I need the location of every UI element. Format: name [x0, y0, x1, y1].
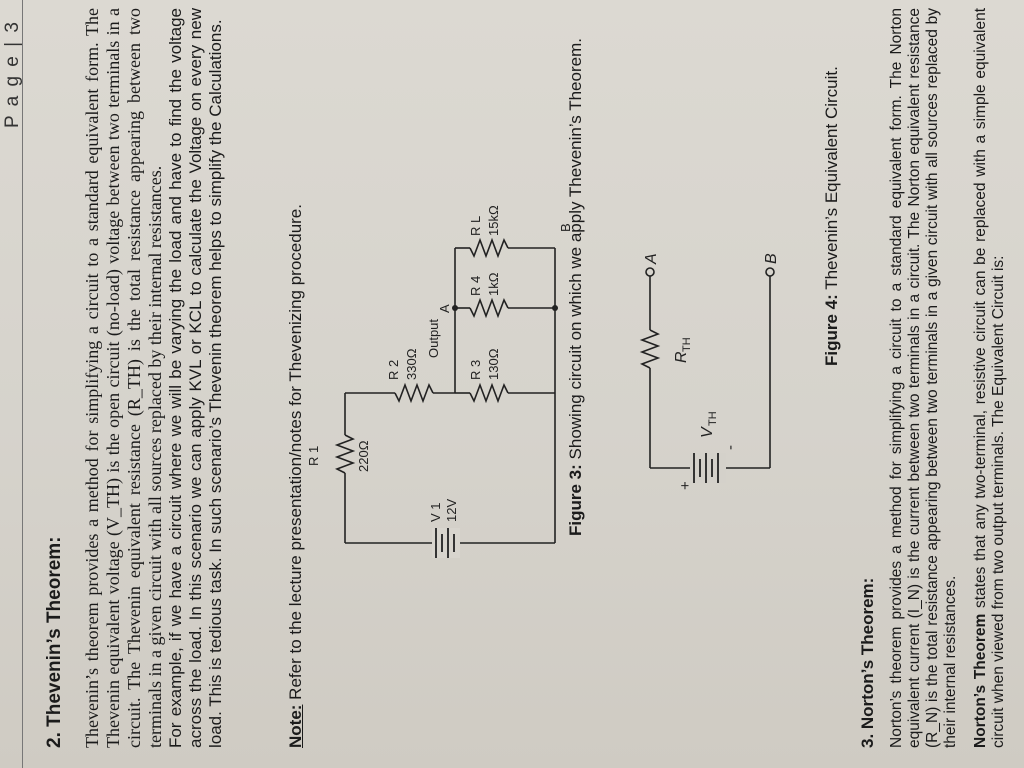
- label-v1-value: 12V: [444, 499, 459, 522]
- label-r1: R 1: [306, 446, 321, 466]
- label-r4: R 4: [468, 276, 483, 296]
- fig4-vth-sub: TH: [707, 411, 719, 426]
- figure-4-caption: Figure 4: Thevenin’s Equivalent Circuit.: [822, 66, 842, 366]
- figure-4-caption-text: Thevenin’s Equivalent Circuit.: [822, 66, 841, 295]
- figure-4-caption-label: Figure 4:: [822, 294, 841, 366]
- label-rl: R L: [468, 216, 483, 236]
- label-node-b: B: [558, 223, 573, 232]
- norton-paragraph-2: Norton’s Theorem states that any two-ter…: [972, 8, 1008, 748]
- node-b-dot: [552, 305, 558, 311]
- fig4-node-a: A: [643, 253, 660, 265]
- label-v1: V 1: [428, 502, 443, 522]
- fig4-vth: V: [699, 426, 716, 438]
- norton-paragraph-2-label: Norton’s Theorem: [972, 613, 989, 748]
- norton-paragraph-1: Norton’s theorem provides a method for s…: [888, 8, 959, 748]
- fig4-minus: -: [722, 445, 739, 450]
- label-r2-value: 330Ω: [404, 348, 419, 380]
- fig4-node-b: B: [763, 253, 780, 264]
- label-output: Output: [426, 319, 441, 358]
- norton-heading: 3. Norton’s Theorem:: [858, 577, 877, 748]
- fig4-rth: R: [673, 351, 690, 363]
- label-r2: R 2: [386, 360, 401, 380]
- label-r1-value: 220Ω: [356, 440, 371, 472]
- label-node-a: A: [437, 304, 452, 313]
- label-r4-value: 1kΩ: [486, 272, 501, 296]
- node-a-dot: [452, 305, 458, 311]
- label-r3: R 3: [468, 360, 483, 380]
- fig4-rth-sub: TH: [681, 337, 693, 352]
- fig4-plus: +: [677, 481, 694, 490]
- label-rl-value: 15kΩ: [486, 205, 501, 236]
- label-r3-value: 130Ω: [486, 348, 501, 380]
